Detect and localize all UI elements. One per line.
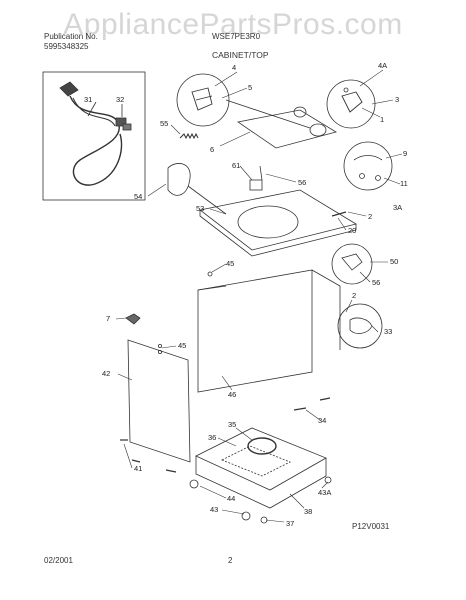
- callout-45-top: 45: [226, 259, 235, 268]
- power-cord-drawing: [59, 81, 132, 186]
- cabinet-rear-panel: [197, 269, 313, 393]
- detail-circle-hinge: [176, 73, 230, 127]
- callout-38: 38: [304, 507, 313, 516]
- detail-circle-lid-switch: [326, 79, 376, 129]
- callout-6: 6: [210, 145, 215, 154]
- callout-9: 9: [403, 149, 408, 158]
- leveling-foot: [241, 511, 251, 521]
- model-number: WSE7PE3R0: [212, 32, 261, 41]
- page-title: CABINET/TOP: [212, 50, 269, 60]
- diagram-code: P12V0031: [352, 522, 390, 531]
- callout-55: 55: [160, 119, 169, 128]
- callout-35: 35: [228, 420, 237, 429]
- callout-33: 33: [384, 327, 393, 336]
- callout-53: 53: [196, 204, 205, 213]
- footer-date: 02/2001: [44, 556, 73, 565]
- callout-36: 36: [208, 433, 217, 442]
- callout-20: 20: [348, 226, 357, 235]
- lid-spring: [179, 132, 199, 140]
- callout-56-lock: 56: [372, 278, 381, 287]
- callout-7: 7: [106, 314, 111, 323]
- callout-44: 44: [227, 494, 236, 503]
- callout-43a: 43A: [318, 488, 332, 497]
- callout-32: 32: [116, 95, 125, 104]
- leveling-foot: [189, 479, 199, 489]
- cabinet-top: [199, 189, 358, 251]
- leader-lines: [115, 69, 403, 523]
- callout-50: 50: [390, 257, 399, 266]
- callout-4a: 4A: [378, 61, 388, 70]
- publication-number: 5995348325: [44, 42, 89, 51]
- base-tub-ring: [247, 437, 277, 455]
- callout-2-top: 2: [368, 212, 373, 221]
- callout-61: 61: [232, 161, 241, 170]
- power-cord-inset: [42, 71, 146, 201]
- cabinet-side-panel: [127, 339, 191, 463]
- watermark: AppliancePartsPros.com: [63, 8, 403, 41]
- callout-3: 3: [395, 95, 400, 104]
- callout-5: 5: [248, 83, 253, 92]
- callout-45-side: 45: [178, 341, 187, 350]
- callout-46: 46: [228, 390, 237, 399]
- detail-circle-lid-lock: [331, 243, 373, 285]
- callout-3a: 3A: [393, 203, 403, 212]
- callout-2-clip: 2: [352, 291, 357, 300]
- callout-41: 41: [134, 464, 143, 473]
- page-number: 2: [228, 556, 233, 565]
- callout-42: 42: [102, 369, 111, 378]
- cabinet-plug: [125, 313, 141, 325]
- lid-panel: [236, 109, 338, 149]
- publication-label: Publication No.: [44, 32, 98, 41]
- callout-4: 4: [232, 63, 237, 72]
- callout-43: 43: [210, 505, 219, 514]
- callout-11: 11: [400, 179, 408, 188]
- detail-circle-switch-bracket: [343, 141, 393, 191]
- callout-31: 31: [84, 95, 93, 104]
- callout-56-top: 56: [298, 178, 307, 187]
- callout-54: 54: [134, 192, 143, 201]
- callout-1: 1: [380, 115, 385, 124]
- callout-37: 37: [286, 519, 295, 528]
- lid-switch: [249, 179, 263, 191]
- callout-34: 34: [318, 416, 327, 425]
- lid-bumper: [167, 163, 191, 196]
- detail-circle-cabinet-clip: [337, 303, 383, 349]
